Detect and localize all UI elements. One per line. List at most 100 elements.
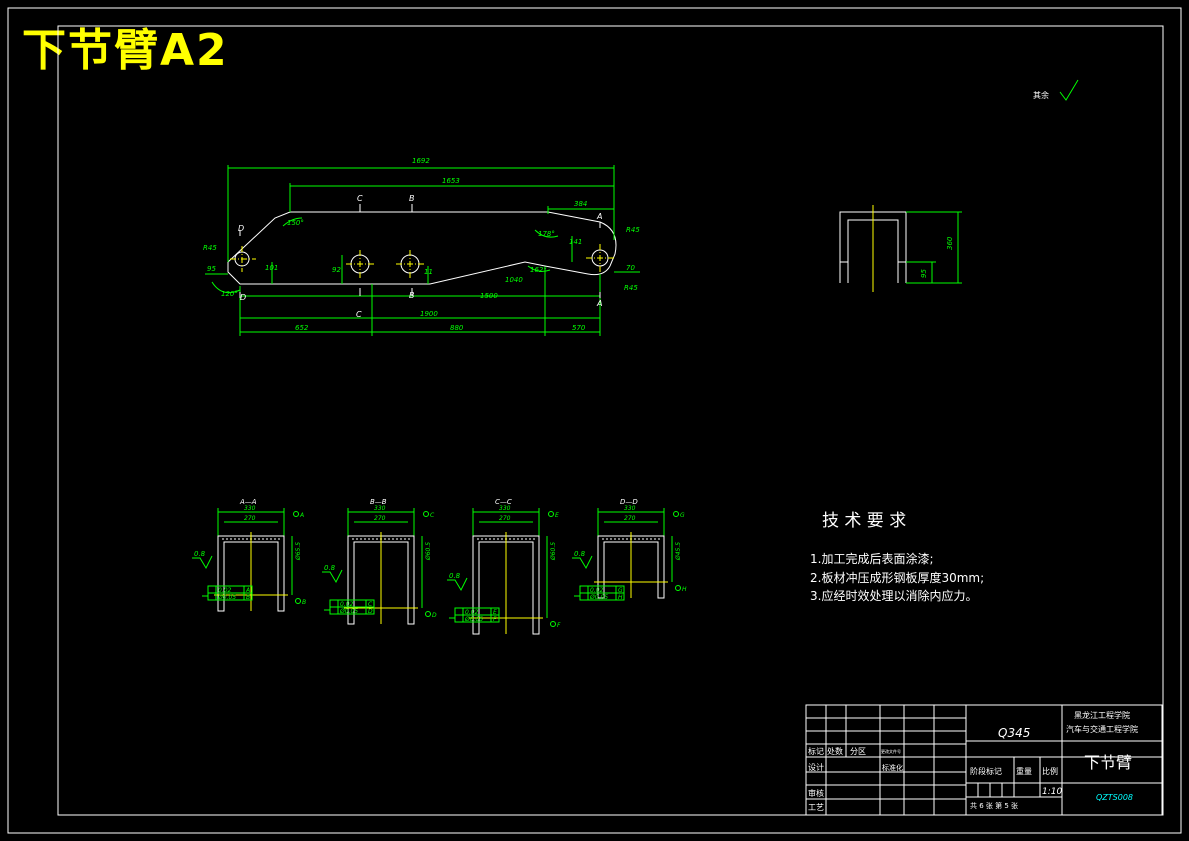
section-datum-2: F [557,622,561,629]
datum-marker [673,511,679,517]
section-title: C—C [495,498,512,506]
label-b-top: B [409,194,415,203]
section-roughness-icon [447,577,468,592]
tech-req-item-1: 1.加工完成后表面涂漆; [810,551,934,566]
tech-req-item-3: 3.应经时效处理以消除内应力。 [810,588,977,603]
section-w-inner: 270 [374,515,386,522]
dim-h-mid: 92 [332,266,341,274]
tb-material: Q345 [998,726,1030,740]
dim-angle4: 120° [221,290,238,298]
section-w-outer: 330 [624,505,636,512]
section-datum-1: A [299,512,304,519]
label-a-bottom: A [596,299,602,308]
label-c-top: C [357,194,363,203]
tb-institution-2: 汽车与交通工程学院 [1066,724,1138,734]
tol-pos-ref: H [618,594,623,601]
centerlines [230,244,614,278]
tol-flat-ref: G [618,587,623,594]
tol-pos-ref: F [493,616,497,623]
section-datum-1: E [555,512,559,519]
tol-pos-ref: D [368,608,373,615]
section-profile [597,535,665,599]
roughness-check-icon [1059,79,1079,101]
datum-marker [425,611,431,617]
label-c-bottom: C [356,310,362,319]
tb-institution-1: 黑龙江工程学院 [1074,710,1130,720]
tb-drawing-no: QZTS008 [1096,793,1133,802]
tb-zone: 分区 [850,747,866,756]
label-b-bottom: B [409,291,415,300]
section-title: A—A [239,498,257,506]
title-block: Q345 黑龙江工程学院 汽车与交通工程学院 下节臂 QZTS008 1:10 … [805,704,1163,816]
tb-weight: 重量 [1016,766,1032,776]
tb-ratio: 比例 [1042,766,1058,776]
dim-d-small: 11 [424,268,433,276]
tb-count: 处数 [827,746,843,756]
side-dim-height: 360 [946,236,954,250]
tol-flat-ref: A [245,587,250,594]
datum-marker [423,511,429,517]
section-roughness-icon [322,569,343,584]
dim-r-left: R45 [203,244,217,252]
section-datum-1: C [430,512,435,519]
datum-marker [293,511,299,517]
arm-outline [227,211,617,285]
dim-r-right: R45 [626,226,640,234]
tb-scale: 1:10 [1042,787,1062,797]
section-w-outer: 330 [499,505,511,512]
datum-marker [550,621,556,627]
dim-right-top: 384 [574,200,587,208]
tb-change-doc: 更改文件号 [881,748,901,754]
tb-stage-mark: 阶段标记 [970,766,1002,776]
outer-border [7,7,1182,834]
label-d-bottom: D [240,293,246,302]
section-datum-1: G [680,512,685,519]
section-profile [217,535,285,612]
section-w-inner: 270 [499,515,511,522]
main-view: 1692 1653 384 95 R45 R45 R45 70 141 101 … [203,157,640,336]
tol-flat-ref: C [368,601,373,608]
tol-pos-value: Ø0.05 [217,594,236,601]
roughness-note: 其余 [1033,79,1079,101]
dim-seg1: 652 [295,324,309,332]
dim-angle1: 150° [287,219,304,227]
section-roughness-icon [572,555,593,570]
tb-review: 审核 [808,788,824,798]
main-dim-lines [205,165,640,336]
dim-bottom-total: 1900 [420,310,438,318]
tech-req-item-2: 2.板材冲压成形钢板厚度30mm; [810,570,984,585]
dim-angle3: 162° [530,266,547,274]
dim-top: 1653 [442,177,460,185]
tol-pos-ref: B [246,594,250,601]
dim-seg3: 570 [572,324,586,332]
dim-left-stub: 95 [207,265,216,273]
dim-angle2: 178° [538,230,555,238]
section-vdim: Ø65.5 [295,542,302,561]
datum-marker [675,585,681,591]
inner-border [57,25,1164,816]
section-profile [472,535,540,635]
tol-flat-value: 0.02 [590,587,604,594]
dim-bot-mid: 1040 [505,276,523,284]
tb-sheets: 共 6 张 第 5 张 [970,801,1018,810]
side-dim-small: 95 [920,269,928,278]
dim-overall: 1692 [412,157,430,165]
section-datum-2: D [432,612,437,619]
tol-pos-value: Ø0.05 [464,616,483,623]
tech-req-title: 技 术 要 求 [822,511,906,531]
tb-process: 工艺 [808,803,824,812]
section-title: D—D [620,498,638,506]
section-w-outer: 330 [244,505,256,512]
label-d-top: D [238,224,244,233]
section-vdim: Ø60.5 [550,542,557,561]
side-view: 360 95 [839,205,962,292]
dim-seg2: 880 [450,324,464,332]
section-w-outer: 330 [374,505,386,512]
datum-marker [548,511,554,517]
section-w-inner: 270 [244,515,256,522]
